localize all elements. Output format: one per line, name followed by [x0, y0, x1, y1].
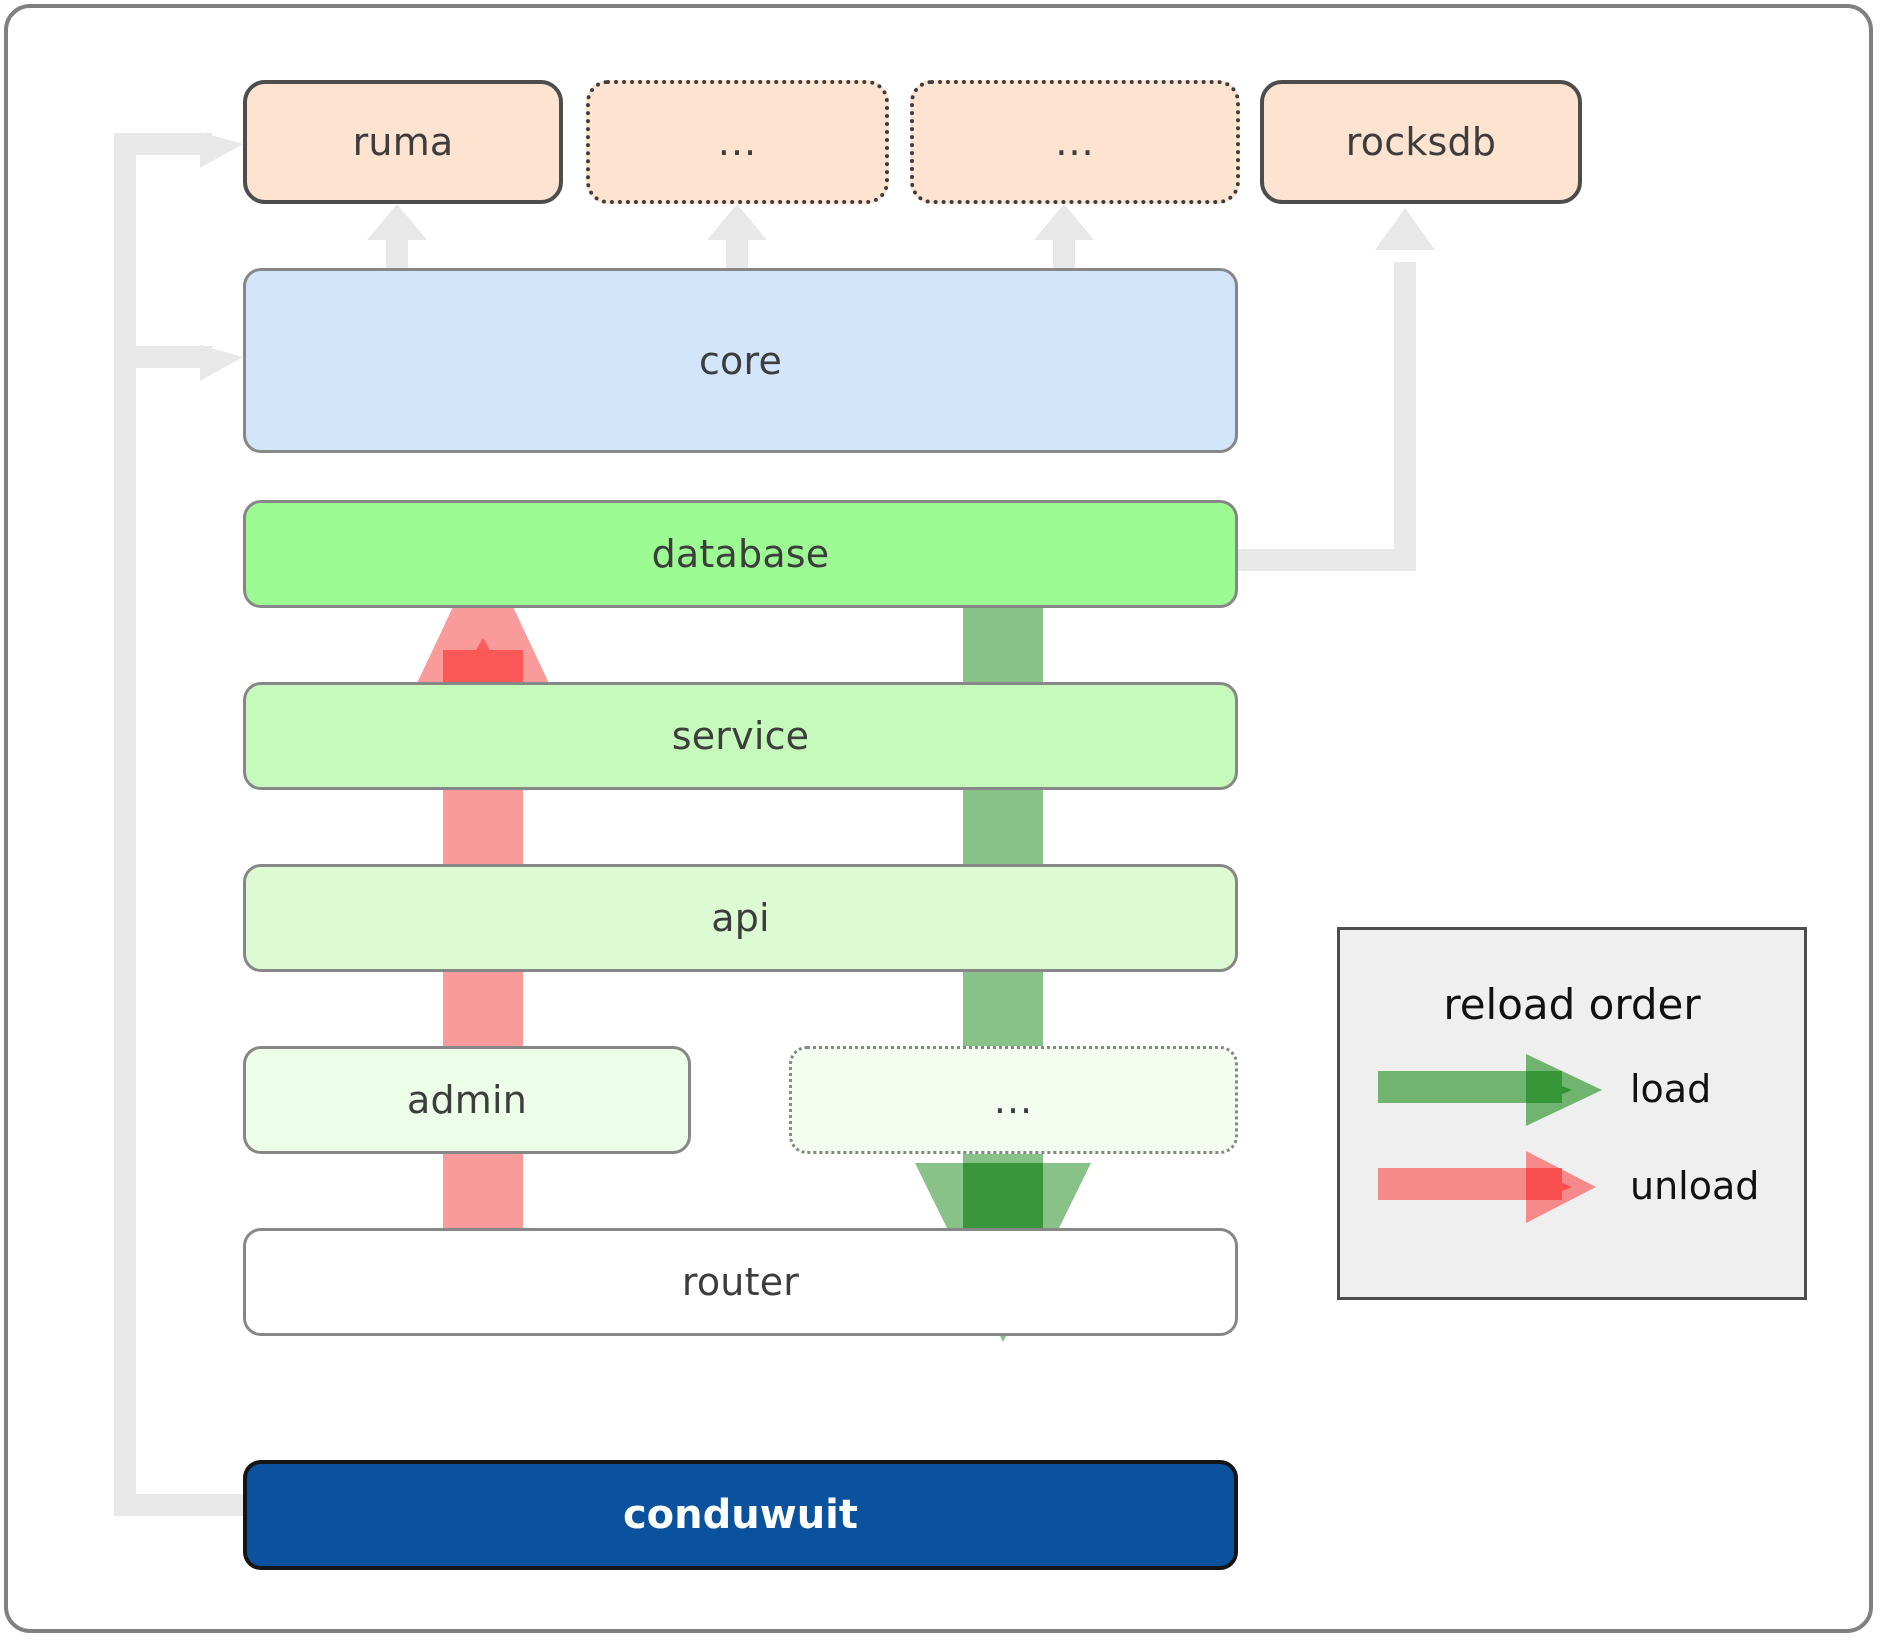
node-ruma-label: ruma [352, 120, 454, 164]
node-conduwuit-label: conduwuit [622, 1492, 859, 1538]
legend-label-load: load [1630, 1067, 1712, 1111]
connector-core-to-ruma [367, 204, 427, 278]
node-router-label: router [681, 1260, 800, 1304]
node-ellipsis-2-label: ... [1055, 120, 1095, 164]
node-service-label: service [671, 714, 810, 758]
node-admin[interactable]: admin [243, 1046, 691, 1154]
node-layer-ellipsis-label: ... [993, 1078, 1034, 1122]
node-database-label: database [651, 532, 830, 576]
legend-arrows [1378, 1054, 1602, 1223]
node-ellipsis-1-label: ... [717, 120, 758, 164]
node-ellipsis-1[interactable]: ... [586, 80, 889, 204]
node-rocksdb[interactable]: rocksdb [1260, 80, 1582, 204]
node-ellipsis-2[interactable]: ... [910, 80, 1240, 204]
node-database[interactable]: database [243, 500, 1238, 608]
node-api[interactable]: api [243, 864, 1238, 972]
legend-title: reload order [1443, 980, 1701, 1029]
legend-label-unload: unload [1630, 1164, 1760, 1208]
node-admin-label: admin [406, 1078, 528, 1122]
legend-panel: reload order load unload [1337, 927, 1807, 1300]
node-service[interactable]: service [243, 682, 1238, 790]
node-conduwuit[interactable]: conduwuit [243, 1460, 1238, 1570]
node-api-label: api [711, 896, 770, 940]
node-core[interactable]: core [243, 268, 1238, 453]
connector-core-to-ellipsis-1 [707, 204, 767, 278]
legend-load-arrow-icon [1378, 1054, 1602, 1126]
node-ruma[interactable]: ruma [243, 80, 563, 204]
node-router[interactable]: router [243, 1228, 1238, 1336]
connector-database-to-rocksdb [1222, 208, 1435, 571]
legend-unload-arrow-icon [1378, 1151, 1596, 1223]
node-layer-ellipsis[interactable]: ... [789, 1046, 1238, 1154]
connector-conduwuit-to-deps [114, 132, 244, 1516]
node-rocksdb-label: rocksdb [1345, 120, 1497, 164]
connector-core-to-ellipsis-2 [1034, 204, 1094, 278]
node-core-label: core [698, 338, 783, 383]
